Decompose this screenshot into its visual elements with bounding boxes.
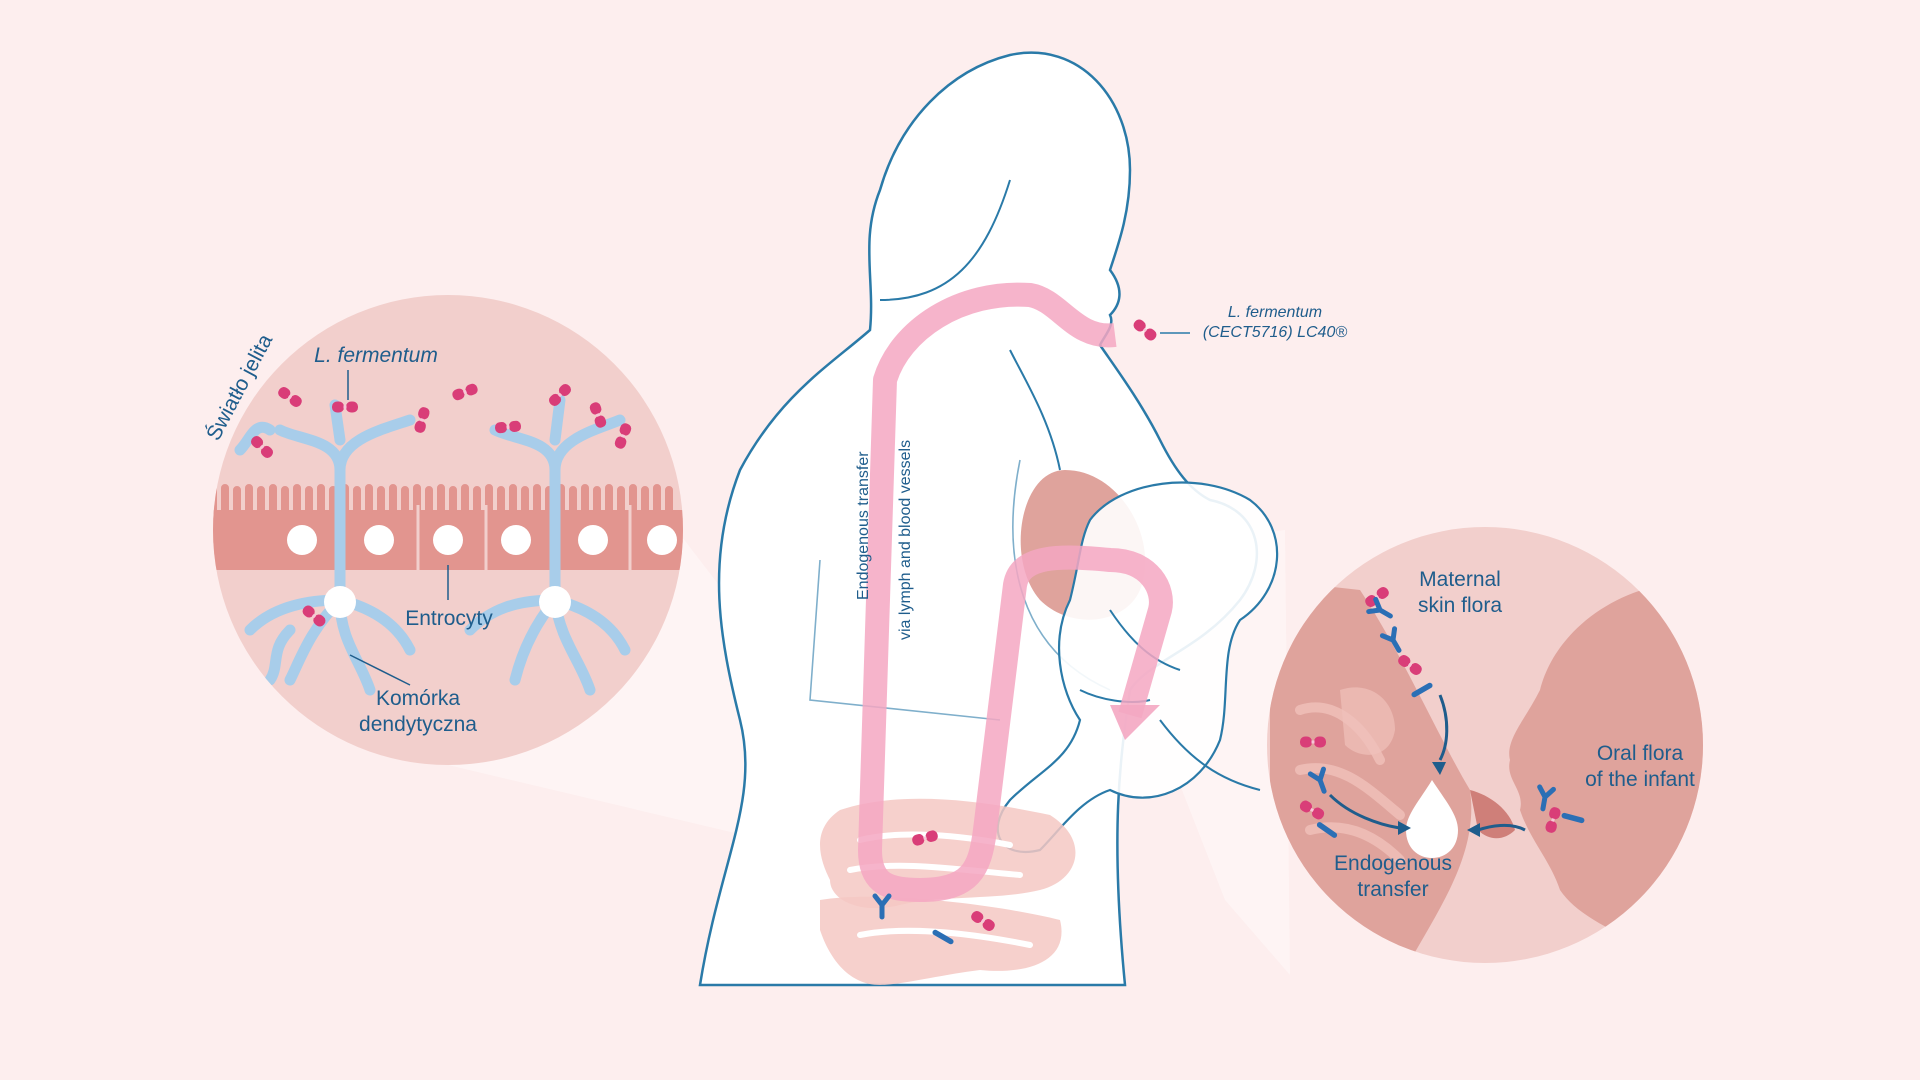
dendritic-cell [234,394,631,696]
probiotic-bacterium [1131,317,1159,343]
transfer-label: Endogenous transfer via lymph and blood … [855,440,914,640]
arrow-icon [1467,823,1480,837]
breastfeeding-zoom-circle [1267,527,1703,963]
arrow-icon [1432,762,1446,775]
gut-zoom-circle [213,295,683,765]
transfer-label-line1: Endogenous transfer [855,451,872,600]
transfer-arrow-icon [858,282,1173,902]
milk-drop-icon [1406,780,1458,858]
breast-tissue [1270,580,1472,963]
probiotic-label-line1: L. fermentum [1228,304,1322,321]
gut-bacterium-label: L. fermentum [314,344,438,367]
arrow-icon [1398,821,1411,835]
probiotic-label-line2: (CECT5716) LC40® [1203,324,1348,341]
infant-head [1509,580,1703,963]
enterocytes-label: Entrocyty [405,607,493,630]
transfer-label-line2: via lymph and blood vessels [897,440,914,640]
